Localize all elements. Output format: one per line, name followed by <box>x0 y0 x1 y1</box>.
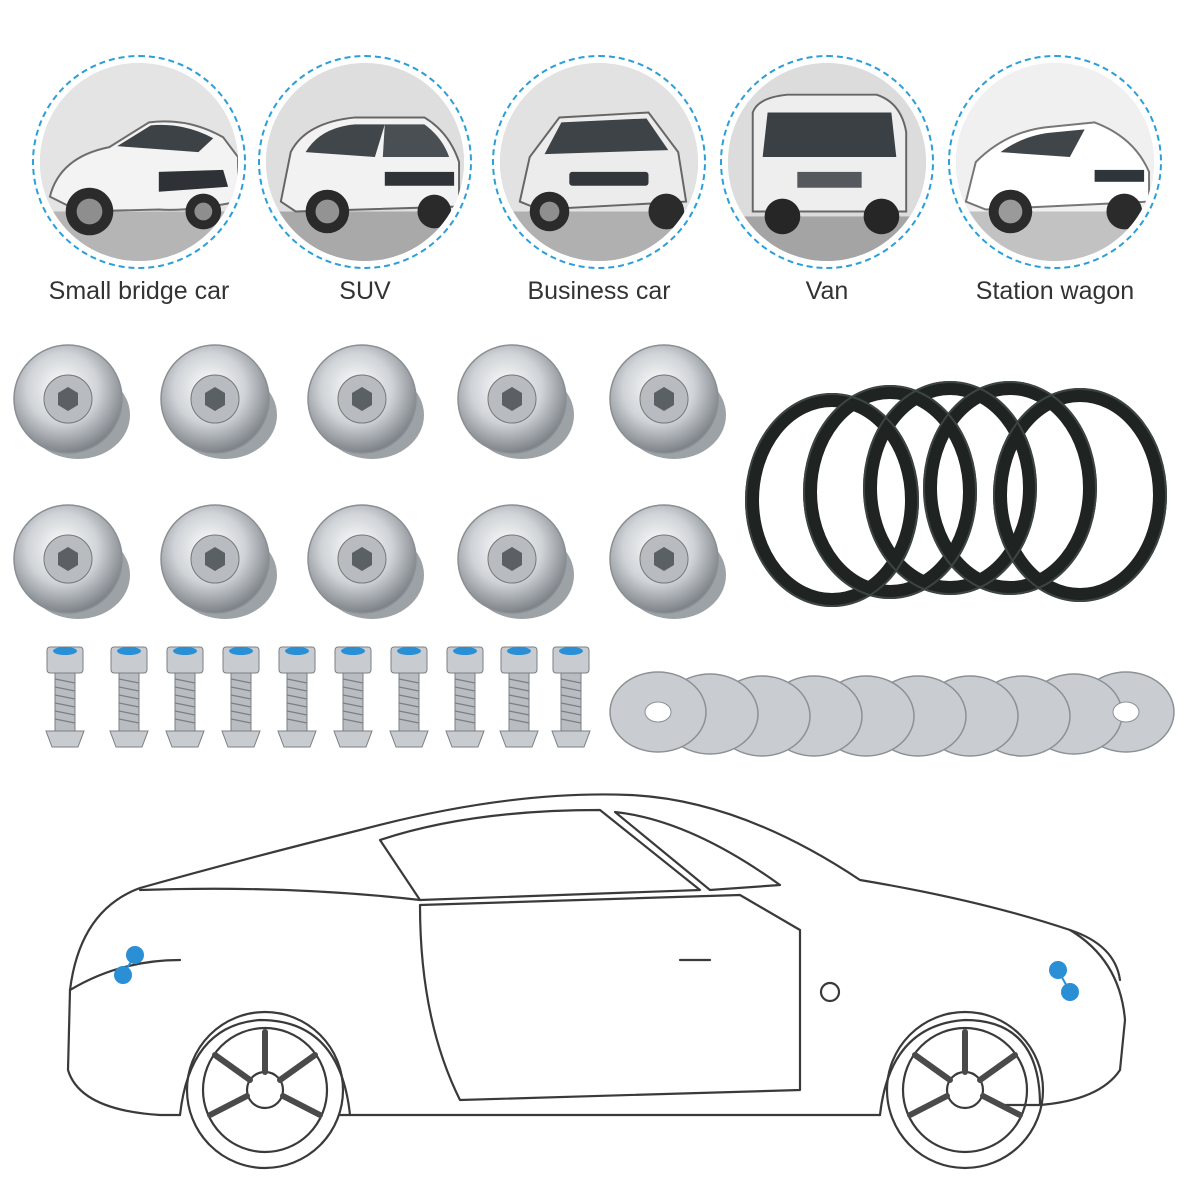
bolt-icon <box>551 646 591 748</box>
bolt-with-lock-nut <box>386 645 432 750</box>
vehicle-label: Small bridge car <box>48 277 230 305</box>
wagon-photo <box>956 63 1154 261</box>
bolt-with-lock-nut <box>218 645 264 750</box>
bolt-with-lock-nut <box>274 645 320 750</box>
o-ring-icon <box>745 381 1167 607</box>
vehicle-station-wagon: Station wagon <box>940 55 1170 315</box>
quick-release-fastener <box>8 495 136 627</box>
quick-release-fastener <box>155 495 283 627</box>
fastener-icon <box>609 504 726 619</box>
fastener-icon <box>307 344 424 459</box>
fastener-icon <box>307 504 424 619</box>
vehicle-label: Van <box>805 277 849 305</box>
washer-icon <box>609 671 1175 757</box>
flat-washers <box>606 660 1186 770</box>
quick-release-fastener <box>452 335 580 467</box>
fastener-icon <box>13 504 130 619</box>
bolt-icon <box>333 646 373 748</box>
vehicle-sedan: Small bridge car <box>24 55 254 315</box>
bolt-with-lock-nut <box>162 645 208 750</box>
vehicle-photo-ring <box>948 55 1162 269</box>
vehicle-van: Van <box>712 55 942 315</box>
bolt-with-lock-nut <box>106 645 152 750</box>
van-photo <box>728 63 926 261</box>
vehicle-label: Business car <box>527 277 671 305</box>
quick-release-fastener <box>452 495 580 627</box>
vehicle-photo-ring <box>258 55 472 269</box>
fastener-icon <box>13 344 130 459</box>
suv-photo-icon <box>266 63 464 261</box>
fastener-icon <box>457 344 574 459</box>
hatchback-photo <box>500 63 698 261</box>
fastener-icon <box>609 344 726 459</box>
quick-release-fastener <box>155 335 283 467</box>
car-installation-diagram <box>40 770 1160 1190</box>
sports-car-outline-icon <box>66 793 1127 1170</box>
bolt-icon <box>277 646 317 748</box>
vehicle-photo-ring <box>492 55 706 269</box>
bolt-with-lock-nut <box>496 645 542 750</box>
bolt-icon <box>445 646 485 748</box>
vehicle-suv: SUV <box>250 55 480 315</box>
sedan-photo <box>40 63 238 261</box>
hardware-kit <box>0 330 1200 770</box>
quick-release-fastener <box>302 335 430 467</box>
vehicle-label: SUV <box>339 277 391 305</box>
vehicle-photo-ring <box>32 55 246 269</box>
bolt-icon <box>165 646 205 748</box>
fastener-icon <box>457 504 574 619</box>
quick-release-fastener <box>302 495 430 627</box>
bolt-icon <box>221 646 261 748</box>
bolt-icon <box>499 646 539 748</box>
quick-release-fastener <box>604 495 732 627</box>
van-photo-icon <box>728 63 926 261</box>
fastener-icon <box>160 504 277 619</box>
suv-photo <box>266 63 464 261</box>
bolt-icon <box>45 646 85 748</box>
bolt-icon <box>389 646 429 748</box>
vehicle-business-car: Business car <box>484 55 714 315</box>
vehicle-label: Station wagon <box>975 277 1135 305</box>
sedan-photo-icon <box>40 63 238 261</box>
vehicle-photo-ring <box>720 55 934 269</box>
bolt-icon <box>109 646 149 748</box>
bolt-with-lock-nut <box>330 645 376 750</box>
quick-release-fastener <box>8 335 136 467</box>
rubber-o-rings <box>740 370 1180 610</box>
hatchback-photo-icon <box>500 63 698 261</box>
bolt-with-lock-nut <box>42 645 88 750</box>
vehicle-compatibility-row: Small bridge car <box>0 0 1200 320</box>
fastener-icon <box>160 344 277 459</box>
bolt-with-lock-nut <box>442 645 488 750</box>
quick-release-fastener <box>604 335 732 467</box>
wagon-photo-icon <box>956 63 1154 261</box>
bolt-with-lock-nut <box>548 645 594 750</box>
